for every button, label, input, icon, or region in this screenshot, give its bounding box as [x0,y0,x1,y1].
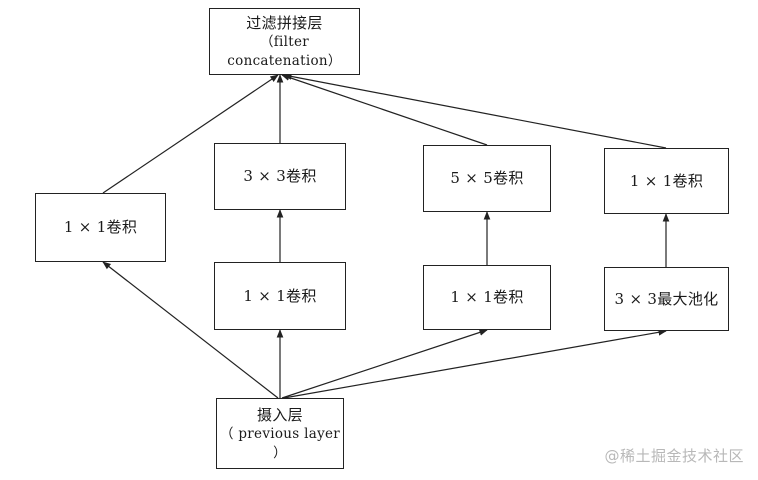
conv5x5-node: 5 × 5卷积 [423,145,551,212]
conv1x1-top-right-label: 1 × 1卷积 [629,171,704,190]
conv1x1-top-right-node: 1 × 1卷积 [604,148,729,214]
previous-layer-node: 摄入层 （ previous layer ） [216,398,344,469]
maxpool3x3-node: 3 × 3最大池化 [604,267,729,331]
conv5x5-label: 5 × 5卷积 [450,169,524,188]
conv1x1-left-label: 1 × 1卷积 [63,218,138,237]
previous-layer-subtitle: （ previous layer ） [219,426,341,461]
conv1x1-left-node: 1 × 1卷积 [35,193,166,262]
conv3x3-label: 3 × 3卷积 [243,167,317,186]
previous-layer-title: 摄入层 [257,406,303,425]
edge-input-to-conv1x1-left [102,261,279,399]
conv1x1-mid-b-node: 1 × 1卷积 [423,265,551,330]
conv1x1-mid-b-label: 1 × 1卷积 [450,288,524,307]
conv1x1-mid-a-node: 1 × 1卷积 [214,262,346,330]
watermark-text: @稀土掘金技术社区 [604,447,744,465]
conv3x3-node: 3 × 3卷积 [214,143,346,210]
maxpool3x3-label: 3 × 3最大池化 [614,289,719,308]
edge-input-to-maxpool [283,328,667,399]
edge-input-to-conv1x1-mid-b [281,329,488,399]
edge-conv1x1-top-right-to-concat [283,73,667,149]
conv1x1-mid-a-label: 1 × 1卷积 [243,286,317,305]
filter-concatenation-subtitle: （filter concatenation） [227,34,342,69]
filter-concatenation-node: 过滤拼接层 （filter concatenation） [209,8,360,75]
edge-conv5x5-to-concat [281,74,488,146]
filter-concatenation-title: 过滤拼接层 [246,14,323,33]
edge-conv1x1-left-to-concat [102,74,279,194]
